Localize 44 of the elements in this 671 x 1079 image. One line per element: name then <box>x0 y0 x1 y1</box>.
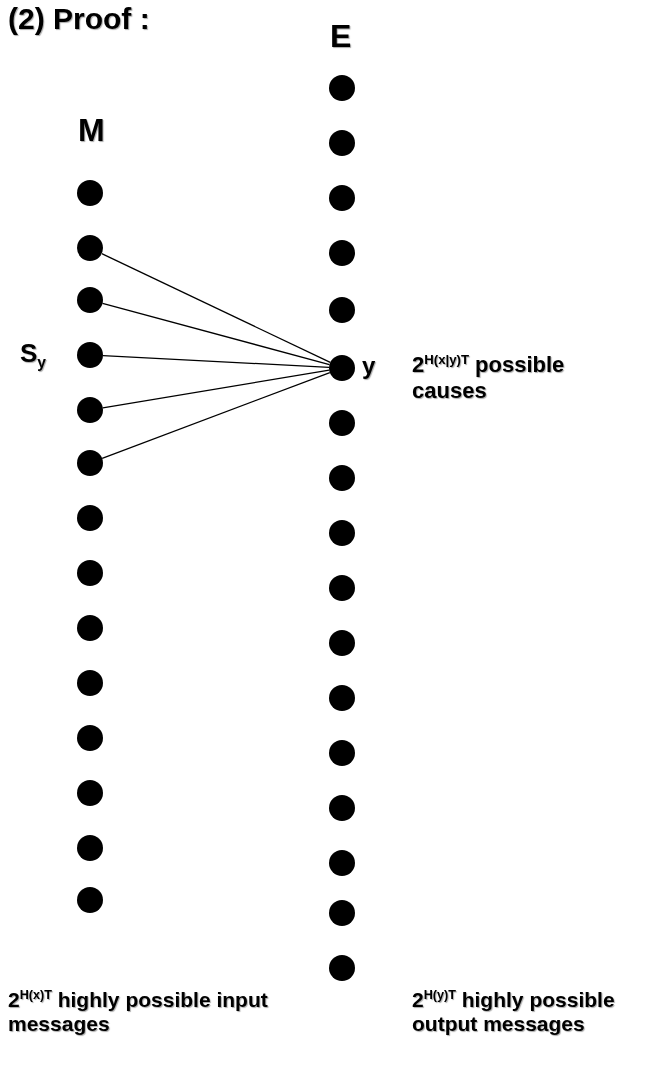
connector-line <box>102 369 330 409</box>
dot <box>329 465 355 491</box>
dot <box>329 575 355 601</box>
dot <box>77 835 103 861</box>
annotation: 2$^{H(x|y)T}$ possible causes <box>412 352 566 405</box>
dot <box>77 670 103 696</box>
dot <box>329 520 355 546</box>
column-label: E <box>330 18 352 55</box>
dot <box>329 795 355 821</box>
dot <box>77 780 103 806</box>
dot <box>77 887 103 913</box>
dot <box>77 615 103 641</box>
set-label: S$_{y}$ <box>20 338 47 373</box>
dot <box>329 130 355 156</box>
dot <box>329 240 355 266</box>
dot <box>329 955 355 981</box>
point-label: y <box>362 352 376 380</box>
dot <box>329 685 355 711</box>
dot <box>77 180 103 206</box>
connector-line <box>101 252 331 364</box>
dot <box>329 900 355 926</box>
dot <box>329 410 355 436</box>
dot <box>329 185 355 211</box>
connector-line <box>101 302 331 366</box>
dot <box>77 725 103 751</box>
dot <box>329 740 355 766</box>
dot <box>77 450 103 476</box>
dot <box>329 355 355 381</box>
dot <box>77 505 103 531</box>
annotation: 2$^{H(y)T}$ highly possible output messages <box>412 988 616 1036</box>
connector-line <box>102 355 330 368</box>
dot <box>329 297 355 323</box>
dot <box>77 287 103 313</box>
connector-line <box>101 371 331 460</box>
dot <box>77 560 103 586</box>
column-label: M <box>78 112 105 149</box>
dot <box>329 75 355 101</box>
dot <box>329 850 355 876</box>
annotation: 2$^{H(x)T}$ highly possible input messages <box>8 988 269 1036</box>
dot <box>329 630 355 656</box>
dot <box>77 397 103 423</box>
slide-title: (2) Proof : <box>8 2 150 36</box>
dot <box>77 235 103 261</box>
dot <box>77 342 103 368</box>
